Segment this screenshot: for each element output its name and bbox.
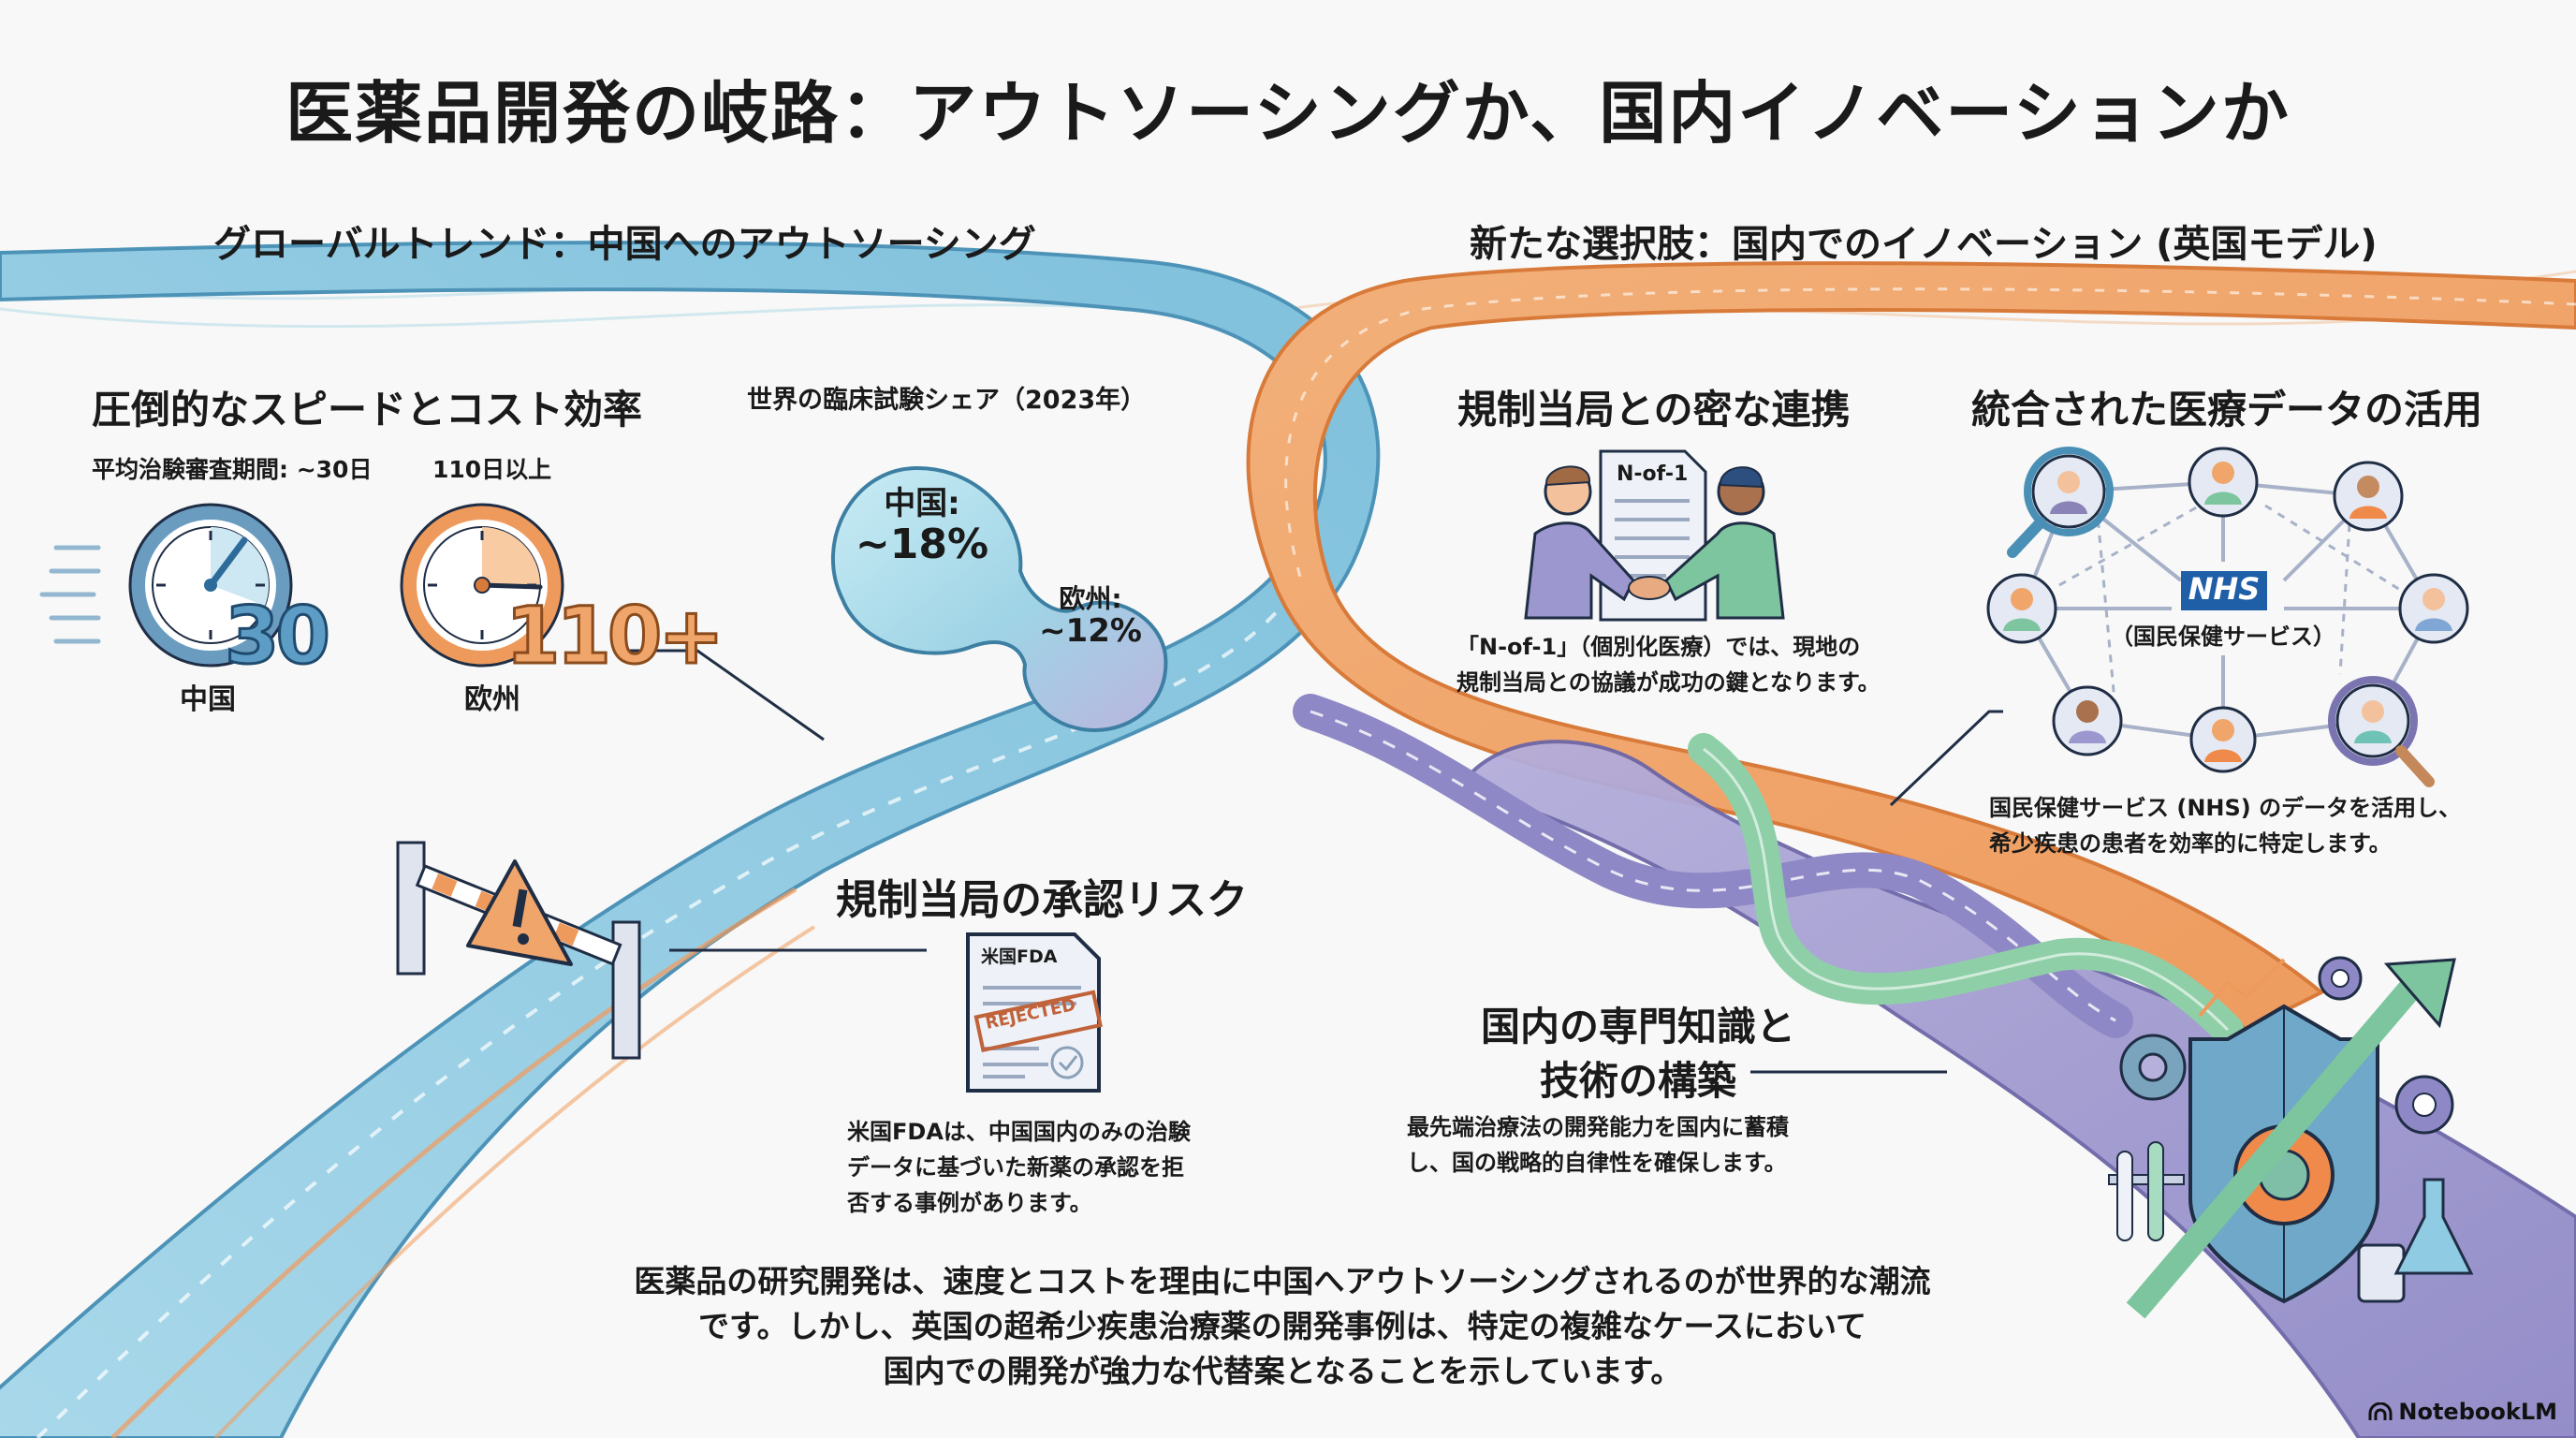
- nhs-logo: NHS: [2188, 571, 2261, 607]
- stopwatch-fast-icon: [39, 503, 293, 668]
- europe-days-value: 110+: [505, 589, 726, 683]
- shield-gear-growth-icon: [2108, 956, 2474, 1319]
- speed-cost-heading: 圧倒的なスピードとコスト効率: [92, 387, 643, 433]
- europe-review-label: 110日以上: [432, 456, 552, 483]
- summary-line: 国内での開発が強力な代替案となることを示しています。: [883, 1353, 1682, 1389]
- brand-name: NotebookLM: [2398, 1399, 2557, 1425]
- notebooklm-brand: NotebookLM: [2368, 1399, 2557, 1425]
- page-title: 医薬品開発の岐路：アウトソーシングか、国内イノベーションか: [285, 74, 2291, 153]
- outsourcing-road: [0, 241, 1381, 1438]
- caption-line: 規制当局との協議が成功の鍵となります。: [1456, 669, 1881, 696]
- patient-network-icon: [1986, 447, 2469, 787]
- caption-line: 希少疾患の患者を効率的に特定します。: [1989, 830, 2392, 857]
- summary-line: です。しかし、英国の超希少疾患治療薬の開発事例は、特定の複雑なケースにおいて: [697, 1308, 1867, 1344]
- caption-line: データに基づいた新薬の承認を拒: [847, 1154, 1184, 1181]
- summary-line: 医薬品の研究開発は、速度とコストを理由に中国へアウトソーシングされるのが世界的な…: [634, 1263, 1931, 1299]
- data-caption: 国民保健サービス (NHS) のデータを活用し、 希少疾患の患者を効率的に特定し…: [1989, 790, 2461, 861]
- approval-risk-caption: 米国FDAは、中国国内のみの治験 データに基づいた新薬の承認を拒 否する事例があ…: [847, 1114, 1191, 1221]
- handshake-icon: [1524, 449, 1785, 622]
- china-review-label: 平均治験審査期間: ~30日: [92, 456, 373, 483]
- right-panel-heading: 新たな選択肢：国内でのイノベーション (英国モデル): [1470, 223, 2378, 266]
- magnifier-icon: [2007, 447, 2435, 787]
- europe-share-value: ~12%: [1039, 612, 1142, 650]
- expertise-caption: 最先端治療法の開発能力を国内に蓄積 し、国の戦略的自律性を確保します。: [1407, 1109, 1789, 1181]
- leader-lines: [618, 649, 2003, 1074]
- china-label: 中国: [180, 683, 236, 716]
- china-days-value: 30: [224, 589, 332, 683]
- summary-text: 医薬品の研究開発は、速度とコストを理由に中国へアウトソーシングされるのが世界的な…: [524, 1259, 2041, 1394]
- left-panel-heading: グローバルトレンド：中国へのアウトソーシング: [213, 223, 1036, 266]
- regulator-caption: 「N-of-1」（個別化医療）では、現地の 規制当局との協議が成功の鍵となります…: [1456, 629, 1881, 700]
- nhs-subtitle: （国民保健サービス）: [2111, 624, 2335, 650]
- caption-line: 「N-of-1」（個別化医療）では、現地の: [1456, 634, 1861, 660]
- n-of-1-doc-label: N-of-1: [1617, 462, 1689, 486]
- caption-line: 国民保健サービス (NHS) のデータを活用し、: [1989, 795, 2462, 821]
- trial-share-bubbles: [831, 465, 1168, 733]
- warning-barrier-icon: [396, 841, 641, 1060]
- regulator-heading: 規制当局との密な連携: [1457, 387, 1851, 433]
- china-share-label: 中国:: [884, 485, 960, 522]
- approval-risk-heading: 規制当局の承認リスク: [836, 876, 1248, 924]
- heading-line: 国内の専門知識と: [1480, 1004, 1795, 1049]
- europe-label: 欧州: [464, 683, 520, 716]
- nhs-patients: [1986, 447, 2469, 773]
- caption-line: 米国FDAは、中国国内のみの治験: [847, 1119, 1191, 1145]
- stopwatch-slow-icon: [400, 503, 564, 668]
- caption-line: し、国の戦略的自律性を確保します。: [1407, 1150, 1787, 1176]
- expertise-heading: 国内の専門知識と 技術の構築: [1423, 1000, 1853, 1108]
- heading-line: 技術の構築: [1539, 1058, 1736, 1104]
- china-share-value: ~18%: [855, 521, 989, 568]
- data-heading: 統合された医療データの活用: [1971, 387, 2483, 433]
- rejected-document-icon: [966, 932, 1103, 1093]
- caption-line: 最先端治療法の開発能力を国内に蓄積: [1407, 1114, 1789, 1140]
- trial-share-heading: 世界の臨床試験シェア（2023年）: [747, 386, 1147, 415]
- fda-doc-label: 米国FDA: [981, 946, 1058, 967]
- caption-line: 否する事例があります。: [847, 1190, 1092, 1216]
- europe-share-label: 欧州:: [1059, 583, 1122, 614]
- notebooklm-logo-icon: [2368, 1402, 2393, 1420]
